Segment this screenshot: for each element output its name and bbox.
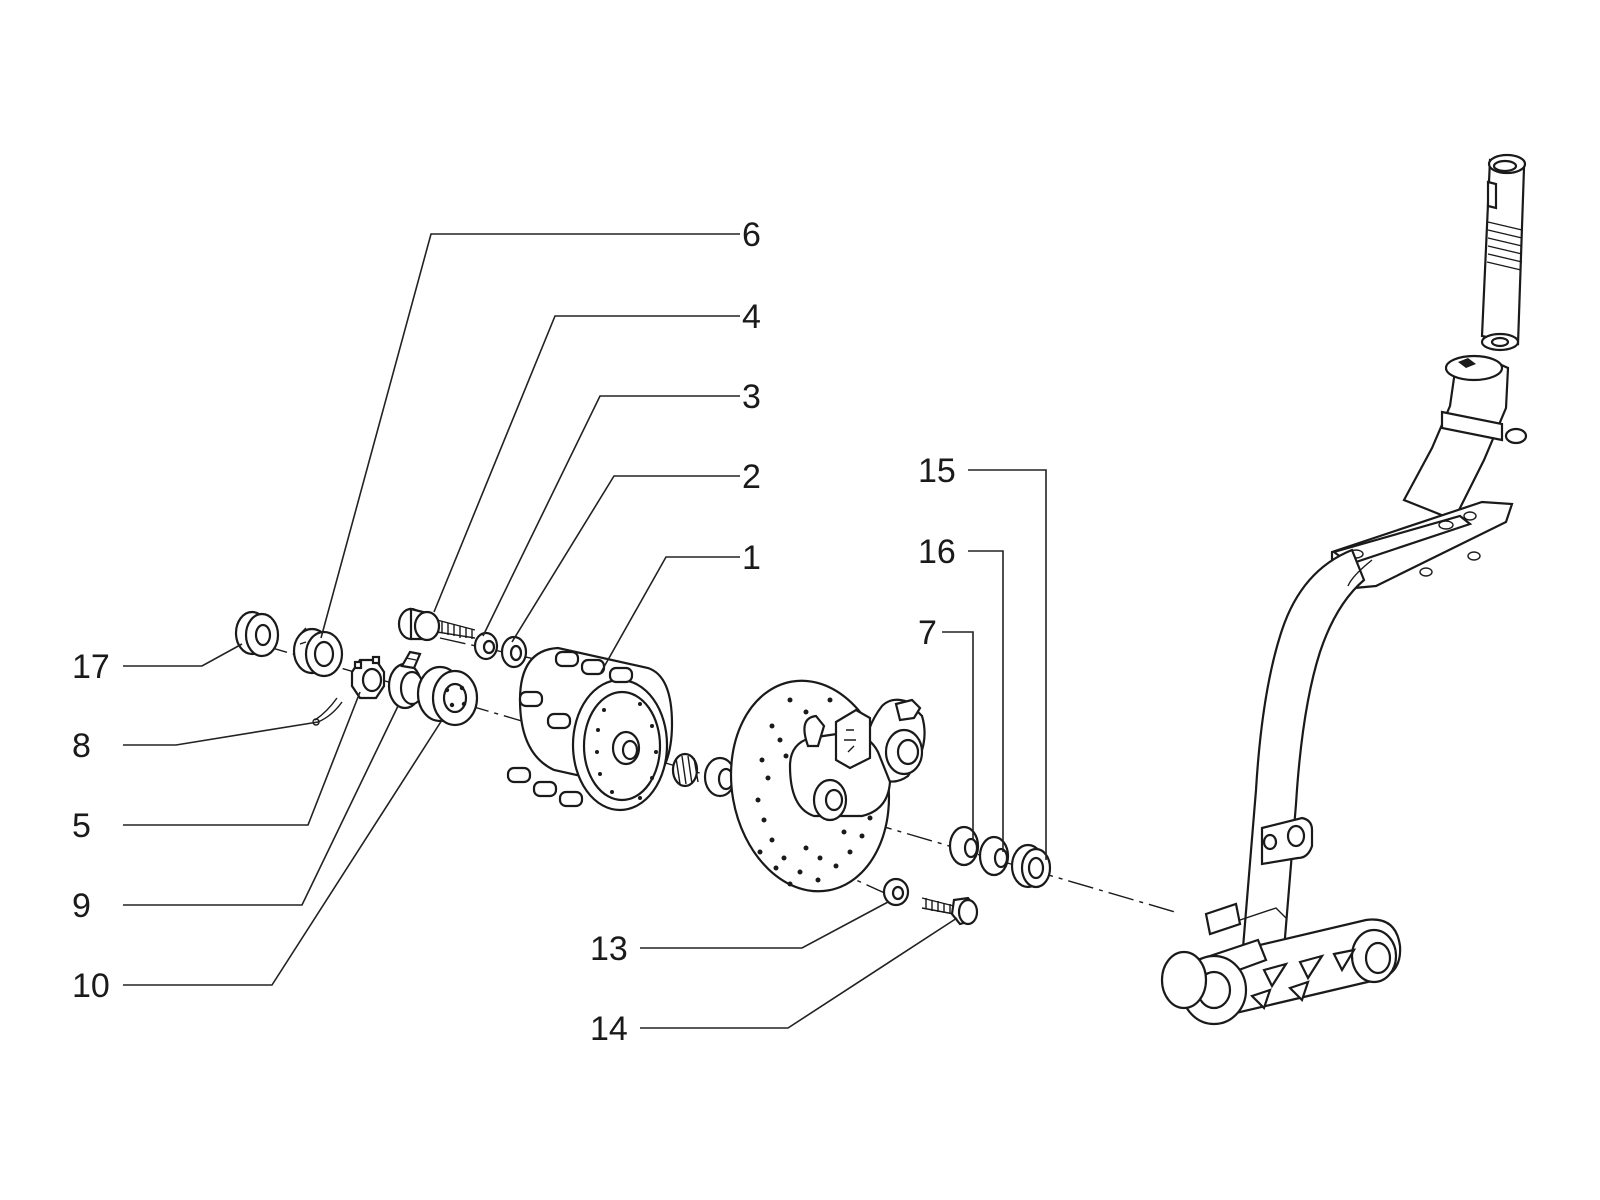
leader-10 [123,719,443,986]
leader-4 [433,315,740,613]
label-part-1: 1 [742,539,761,577]
part-3-washer [473,631,499,661]
part-16-washer [978,835,1010,877]
label-part-4: 4 [742,298,761,336]
label-part-14: 14 [590,1010,628,1048]
inner-bearing-pair [671,752,737,798]
leader-3 [482,395,740,637]
leader-9 [123,705,399,906]
leader-lines [123,233,1047,1029]
label-part-13: 13 [590,930,628,968]
label-part-17: 17 [72,648,110,686]
part-15-nut [1010,843,1052,889]
leader-6 [320,233,740,639]
label-part-10: 10 [72,967,110,1005]
leader-13 [640,901,889,949]
label-part-9: 9 [72,887,91,925]
part-8-split-pin [312,697,343,726]
label-part-6: 6 [742,216,761,254]
leader-2 [511,475,740,643]
leader-7 [942,631,974,840]
disc-holes [755,697,873,887]
part-10-bearing [416,665,479,727]
label-part-16: 16 [918,533,956,571]
leader-5 [123,691,361,826]
part-14-screw [921,896,979,926]
part-1-wheel-hub [506,646,674,812]
leader-8 [123,721,319,746]
part-17-spacer [234,610,280,658]
label-part-15: 15 [918,452,956,490]
part-2-washer [500,635,528,669]
label-part-3: 3 [742,378,761,416]
fork-leg [1240,548,1366,976]
leader-17 [123,643,243,667]
callout-labels: 6 4 3 2 1 15 16 7 17 8 5 9 10 13 14 [72,216,956,1048]
label-part-7: 7 [918,614,937,652]
leader-14 [640,917,958,1029]
label-part-2: 2 [742,458,761,496]
part-7-spacer [948,825,980,867]
label-part-8: 8 [72,727,91,765]
front-fork [1160,153,1528,1026]
label-part-5: 5 [72,807,91,845]
brake-disc-assembly [729,679,926,893]
part-5-castle-nut [350,655,386,700]
leader-1 [599,556,740,675]
part-4-bolt [397,607,476,642]
part-6-bearing [292,627,344,678]
part-13-washer [882,877,910,907]
leader-15 [968,469,1047,860]
leader-16 [968,550,1004,852]
